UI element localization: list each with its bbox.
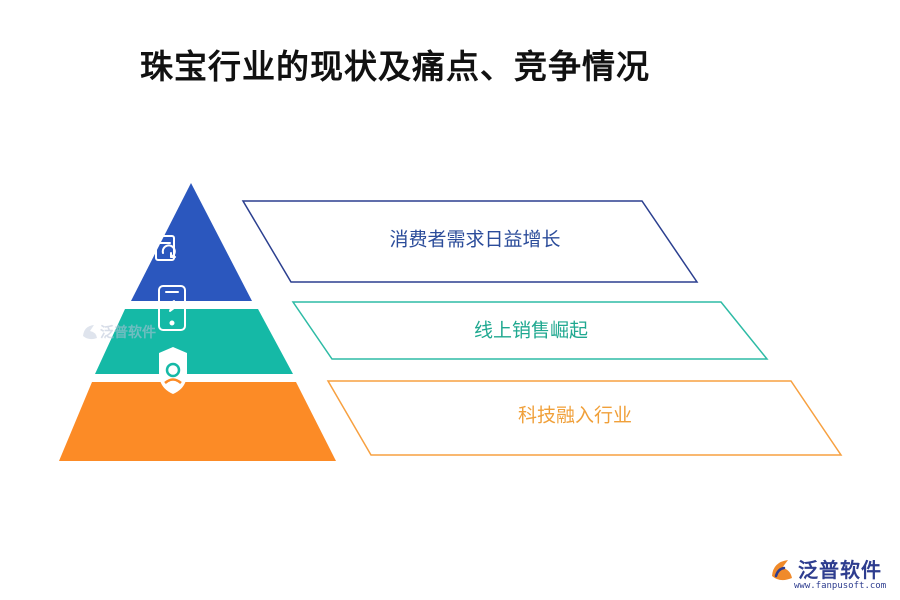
footer-url: www.fanpusoft.com — [794, 581, 887, 591]
shield-user-icon — [159, 347, 187, 394]
pyramid-layer-3 — [59, 382, 336, 461]
mobile-phone-icon — [158, 285, 186, 331]
document-refresh-icon — [155, 235, 176, 261]
pyramid-layer-2 — [95, 309, 293, 374]
watermark-text: 泛普软件 — [100, 325, 156, 341]
text-box-3 — [326, 380, 843, 456]
text-box-2 — [291, 301, 769, 360]
layer-label-3: 科技融入行业 — [517, 404, 633, 427]
footer-brand: 泛普软件 — [798, 558, 882, 582]
fanpu-logo-icon — [772, 560, 792, 581]
pyramid-layer-1 — [131, 183, 252, 301]
layer-label-1: 消费者需求日益增长 — [389, 228, 561, 251]
page-title: 珠宝行业的现状及痛点、竞争情况 — [140, 47, 650, 86]
layer-label-2: 线上销售崛起 — [473, 319, 589, 342]
text-box-1 — [241, 200, 699, 283]
watermark-logo-icon — [83, 325, 97, 340]
footer-logo: 泛普软件 www.fanpusoft.com — [768, 554, 892, 596]
watermark: 泛普软件 — [80, 320, 156, 350]
